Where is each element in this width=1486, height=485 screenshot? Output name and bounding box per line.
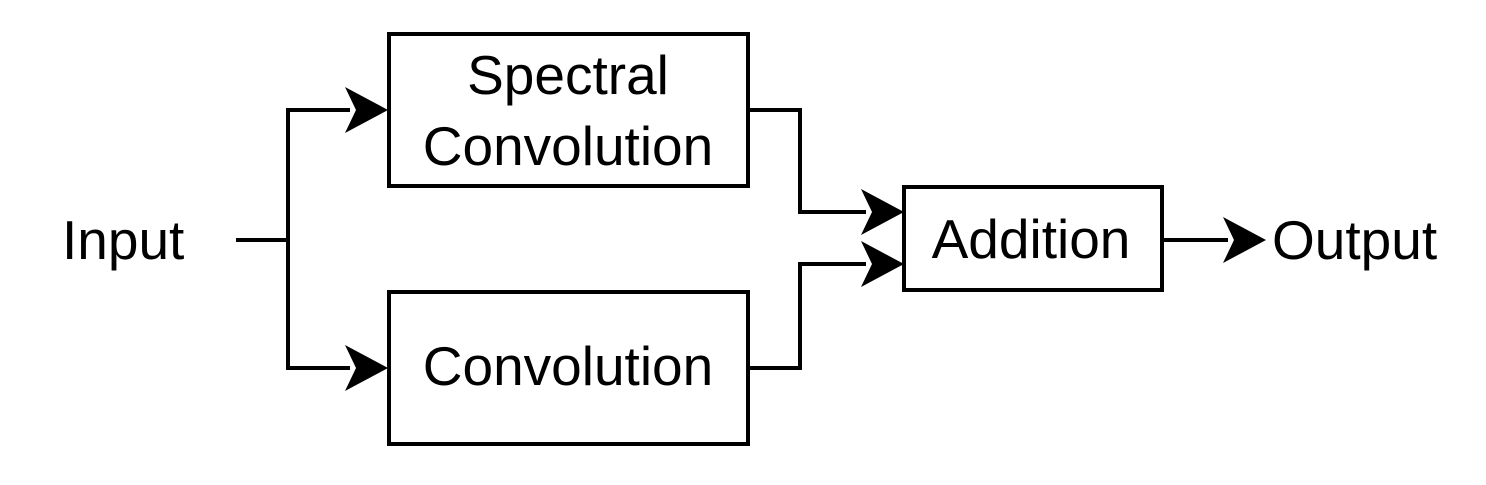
- arrowhead-to-convolution: [345, 345, 388, 391]
- connector-spectral-to-addition: [748, 108, 866, 214]
- spectral-convolution-block: Spectral Convolution: [387, 32, 750, 188]
- convolution-block: Convolution: [387, 290, 750, 446]
- connector-convolution-to-addition: [748, 262, 866, 370]
- output-label: Output: [1272, 209, 1437, 271]
- arrowhead-spectral-to-addition: [861, 189, 904, 235]
- input-label: Input: [62, 209, 184, 271]
- addition-block: Addition: [902, 185, 1164, 292]
- arrowhead-to-output: [1223, 217, 1266, 263]
- convolution-box: [387, 290, 750, 446]
- convolution-label: Convolution: [423, 335, 713, 397]
- arrowhead-convolution-to-addition: [861, 241, 904, 287]
- spectral-convolution-label-line2: Convolution: [423, 115, 713, 177]
- addition-label: Addition: [932, 208, 1131, 270]
- addition-box: [902, 185, 1164, 292]
- arrowhead-to-spectral: [345, 87, 388, 133]
- spectral-convolution-label-line1: Spectral: [467, 44, 669, 106]
- spectral-convolution-box: [387, 32, 750, 188]
